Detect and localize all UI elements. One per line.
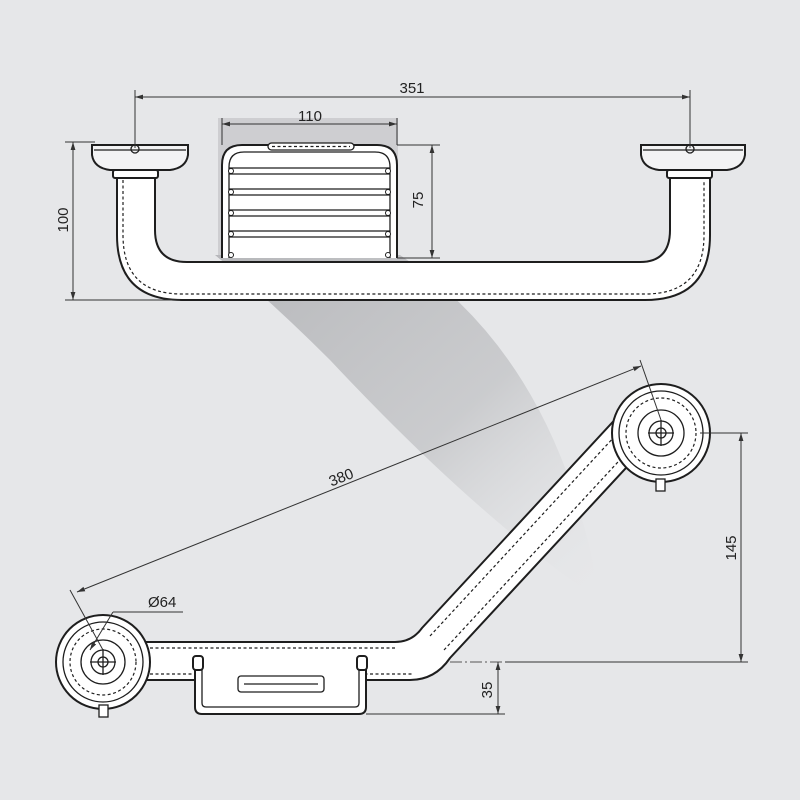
overall-width-label: 351 xyxy=(399,80,424,97)
left-rosette xyxy=(55,614,151,718)
shelf-width-label: 110 xyxy=(298,108,322,125)
rosette-diameter-label: Ø64 xyxy=(148,594,176,611)
grab-bar-front xyxy=(116,177,711,301)
right-rosette xyxy=(611,383,711,492)
shelf-depth-label: 35 xyxy=(479,682,496,699)
top-view: 380 Ø64 145 35 xyxy=(55,359,748,718)
right-wall-plate xyxy=(640,144,746,171)
shelf-height-label: 75 xyxy=(410,192,427,209)
total-height-label: 100 xyxy=(55,207,72,232)
bar-length-label: 380 xyxy=(327,465,357,490)
front-view: 351 110 75 100 xyxy=(55,80,746,301)
basket-top xyxy=(192,655,368,715)
basket-front xyxy=(221,142,398,258)
left-wall-plate xyxy=(91,144,189,171)
vertical-offset-label: 145 xyxy=(723,535,740,560)
